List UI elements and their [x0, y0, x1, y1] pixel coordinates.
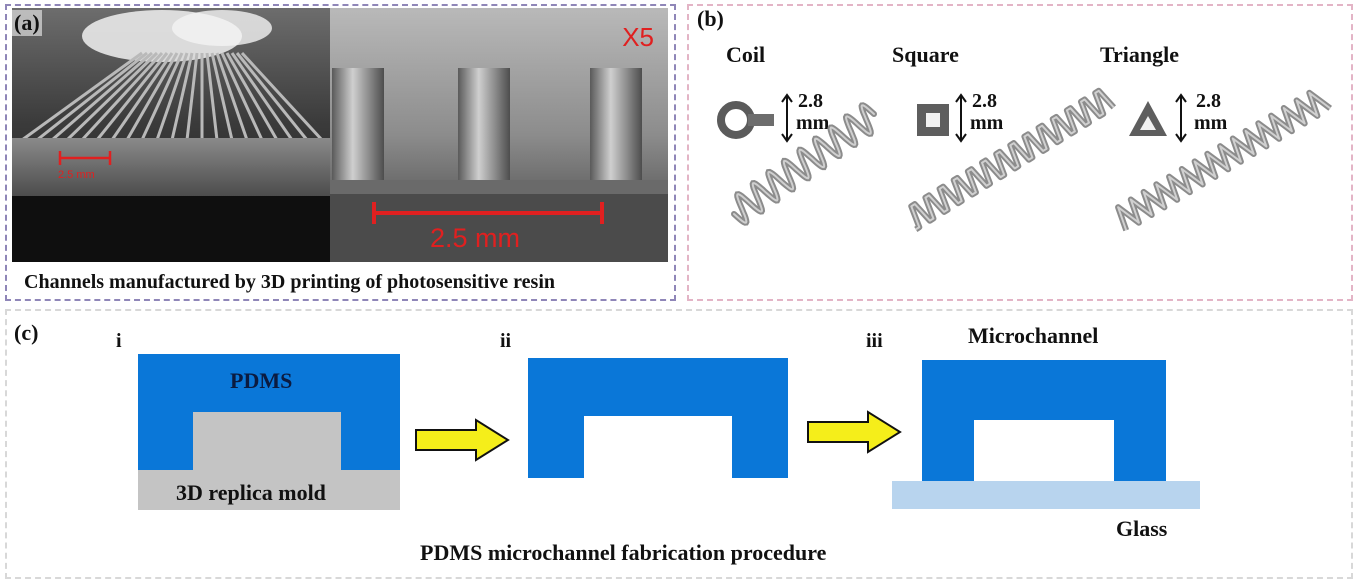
photo-channels-array-art: [12, 8, 330, 262]
panel-a: [5, 4, 676, 301]
triangle-cross-section-icon: [1129, 101, 1167, 136]
dimension-arrow-square: [955, 93, 967, 143]
panel-c: [5, 309, 1353, 579]
triangle-helix-illustration: [1115, 89, 1332, 232]
photo-channels-zoom-art: [330, 8, 668, 262]
scale-label-left: 2.5 mm: [58, 169, 95, 181]
square-helix-illustration: [908, 87, 1117, 232]
panel-c-tag: (c): [14, 320, 39, 345]
coil-helix-illustration: [731, 102, 877, 226]
scale-label-right: 2.5 mm: [430, 223, 521, 253]
coil-title: Coil: [726, 42, 766, 67]
square-title: Square: [892, 42, 959, 67]
coil-cross-section-icon: [717, 101, 774, 139]
channel-cavity-step-ii: [584, 416, 732, 478]
triangle-title: Triangle: [1100, 42, 1180, 67]
panel-a-tag: (a): [12, 10, 42, 36]
square-dim-unit: mm: [970, 112, 1004, 134]
step-ii-label: ii: [500, 330, 512, 352]
photo-channels-array: 2.5 mm: [12, 8, 330, 262]
pdms-label: PDMS: [230, 368, 293, 393]
panel-c-caption: PDMS microchannel fabrication procedure: [420, 540, 827, 565]
process-arrow-1: [415, 418, 510, 462]
glass-substrate: [892, 481, 1200, 509]
panel-a-caption: Channels manufactured by 3D printing of …: [24, 271, 555, 293]
dimension-arrow-coil: [781, 93, 793, 143]
replica-mold-base: [138, 470, 400, 510]
square-dim-value: 2.8: [972, 90, 997, 112]
panel-b-tag: (b): [697, 6, 724, 31]
dimension-arrow-triangle: [1175, 93, 1187, 143]
process-arrow-2: [807, 410, 902, 454]
panel-b: [687, 4, 1353, 301]
step-i-label: i: [116, 330, 122, 352]
triangle-dim-value: 2.8: [1196, 90, 1221, 112]
coil-dim-unit: mm: [796, 112, 830, 134]
photo-channels-zoom: X5 2.5 mm: [330, 8, 668, 262]
microchannel-cavity: [974, 420, 1114, 481]
triangle-dim-unit: mm: [1194, 112, 1228, 134]
step-iii-label: iii: [866, 330, 883, 352]
mold-protrusion: [193, 412, 341, 470]
microchannel-label: Microchannel: [968, 323, 1099, 348]
mold-label: 3D replica mold: [176, 480, 326, 505]
magnification-label: X5: [622, 22, 654, 52]
glass-label: Glass: [1116, 516, 1168, 541]
coil-dim-value: 2.8: [798, 90, 823, 112]
square-cross-section-icon: [917, 104, 949, 136]
